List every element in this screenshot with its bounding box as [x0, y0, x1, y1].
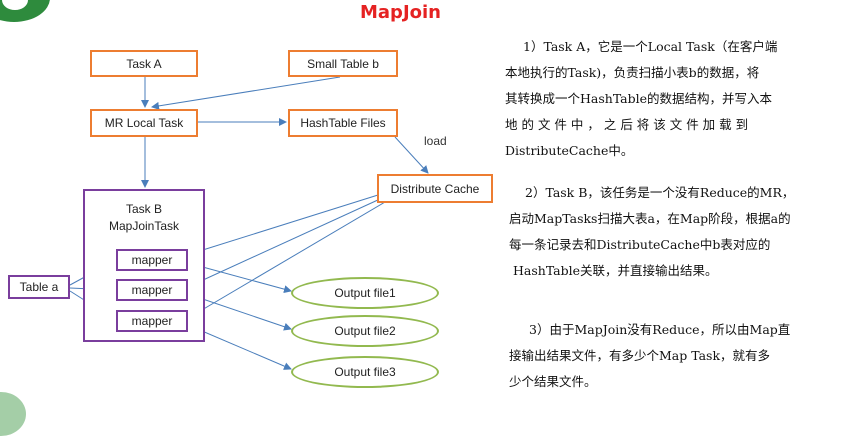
- paragraph-task-b: 2）Task B，该任务是一个没有Reduce的MR， 启动MapTasks扫描…: [509, 185, 795, 278]
- arrow-hashtable-to-cache: [394, 136, 429, 174]
- output-file-node: Output file2: [291, 315, 439, 347]
- hashtable-files-node: HashTable Files: [288, 109, 398, 137]
- mapper-node: mapper: [116, 279, 188, 301]
- arrow-mapper1-to-output1: [187, 262, 292, 294]
- task-a-node: Task A: [90, 50, 198, 77]
- paragraph-output-files: 3）由于MapJoin没有Reduce，所以由Map直 接输出结果文件，有多少个…: [509, 322, 791, 389]
- page-title: MapJoin: [360, 2, 441, 23]
- distribute-cache-node: Distribute Cache: [377, 174, 493, 203]
- small-table-b-node: Small Table b: [288, 50, 398, 77]
- table-a-node: Table a: [8, 275, 70, 299]
- mapper-node: mapper: [116, 249, 188, 271]
- task-b-label: Task B MapJoinTask: [108, 202, 180, 233]
- mapper-node: mapper: [116, 310, 188, 332]
- paragraph-task-a: 1）Task A，它是一个Local Task（在客户端 本地执行的Task)，…: [505, 39, 778, 158]
- mr-local-task-node: MR Local Task: [90, 109, 198, 137]
- output-file-node: Output file1: [291, 277, 439, 309]
- arrow-cache-to-mapper2: [189, 198, 381, 287]
- arrow-cache-to-mapper1: [189, 194, 379, 256]
- arrow-smalltable-to-mrlocal: [151, 76, 341, 110]
- arrow-cache-to-mapper3: [189, 201, 386, 318]
- output-file-node: Output file3: [291, 356, 439, 388]
- arrow-mapper3-to-output3: [187, 324, 292, 370]
- load-label: load: [424, 134, 447, 148]
- arrow-mapper2-to-output2: [187, 293, 292, 331]
